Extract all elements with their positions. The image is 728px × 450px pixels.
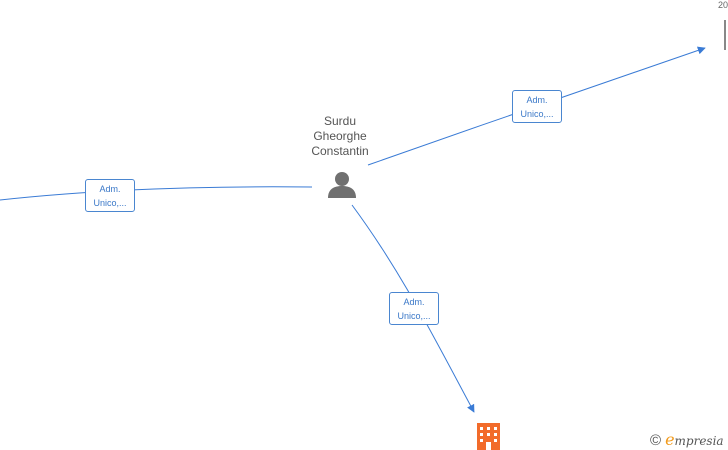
edge-line-left bbox=[0, 186, 313, 201]
edge-label-line-2: Unico,... bbox=[93, 198, 127, 208]
edge-label-bottom[interactable]: Adm. Unico,... bbox=[389, 292, 439, 325]
brand-name: mpresia bbox=[674, 434, 724, 448]
person-name-line-3: Constantin bbox=[311, 144, 369, 158]
person-name-line-1: Surdu bbox=[323, 114, 357, 128]
person-name-line-2: Gheorghe bbox=[313, 129, 367, 143]
edge-label-line-2: Unico,... bbox=[397, 311, 431, 321]
edge-label-line-1: Adm. bbox=[99, 184, 121, 194]
copyright-symbol: © bbox=[650, 432, 662, 449]
edge-label-line-1: Adm. bbox=[403, 297, 425, 307]
edge-label-line-1: Adm. bbox=[526, 95, 548, 105]
brand-watermark: ©empresia bbox=[650, 430, 724, 449]
brand-logo-initial: e bbox=[665, 430, 675, 449]
building-icon[interactable] bbox=[477, 423, 500, 450]
offscreen-node-marker bbox=[724, 20, 726, 50]
offscreen-node-label: 20 bbox=[717, 0, 728, 10]
edge-label-line-2: Unico,... bbox=[520, 109, 554, 119]
person-icon[interactable] bbox=[328, 172, 356, 198]
edge-label-left[interactable]: Adm. Unico,... bbox=[85, 179, 135, 212]
edge-label-top-right[interactable]: Adm. Unico,... bbox=[512, 90, 562, 123]
person-name-label[interactable]: Surdu Gheorghe Constantin bbox=[290, 114, 390, 159]
